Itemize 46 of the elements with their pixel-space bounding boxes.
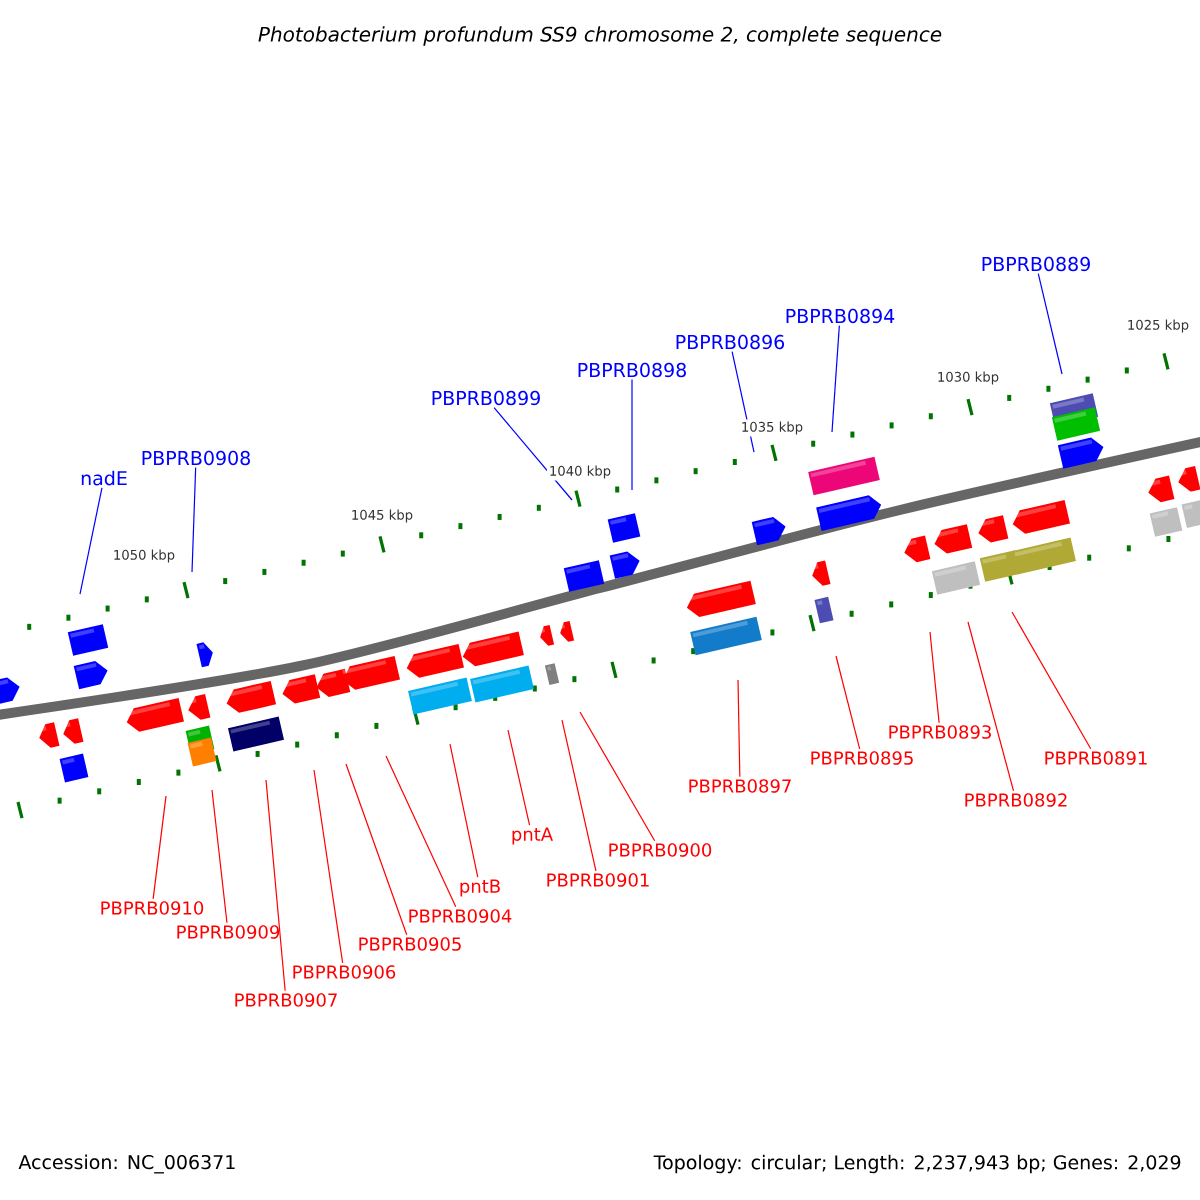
leader-line (79, 487, 103, 595)
leader-line (579, 711, 656, 842)
leader-line (507, 729, 531, 826)
gene-label: PBPRB0906 (293, 965, 396, 979)
gene-label: PBPRB0910 (101, 901, 204, 915)
leader-line (831, 325, 840, 433)
leader-line (1037, 273, 1063, 375)
footer-text: Accession: NC_006371 (18, 1154, 235, 1174)
leader-line (631, 379, 633, 491)
gene-label: nadE (81, 470, 127, 486)
leader-line (191, 467, 197, 573)
leader-line (449, 743, 479, 878)
gene-label: PBPRB0896 (676, 334, 785, 350)
leader-line (265, 779, 286, 992)
gene-label: PBPRB0893 (889, 725, 991, 739)
leader-line (493, 407, 573, 501)
gene-label: pntA (512, 827, 553, 845)
gene-label: PBPRB0897 (689, 779, 791, 793)
gene-label: pntB (460, 879, 500, 897)
gene-label: PBPRB0891 (1045, 751, 1147, 765)
gene-label: PBPRB0904 (409, 909, 512, 923)
gene-label: PBPRB0889 (982, 256, 1090, 272)
leader-line (835, 655, 861, 750)
gene-label: PBPRB0892 (965, 793, 1067, 807)
footer-text: Topology: circular; Length: 2,237,943 bp; Genes: 2,029 (653, 1154, 1181, 1174)
gene-label: PBPRB0899 (432, 390, 540, 406)
leader-line (967, 621, 1015, 792)
gene-label: PBPRB0900 (609, 843, 712, 857)
gene-label: PBPRB0907 (235, 993, 337, 1007)
gene-label: PBPRB0895 (811, 751, 913, 765)
leader-line (152, 795, 167, 900)
gene-label: PBPRB0905 (359, 937, 461, 951)
leader-line (561, 719, 597, 872)
leader-line (211, 789, 228, 924)
leader-line (313, 769, 344, 964)
leader-line (737, 679, 741, 778)
title: Photobacterium profundum SS9 chromosome 2, complete sequence (258, 26, 942, 46)
leader-line (1011, 611, 1092, 750)
gene-label: PBPRB0909 (177, 925, 280, 939)
leader-line (929, 631, 940, 724)
gene-label: PBPRB0894 (786, 308, 895, 324)
leader-line (345, 763, 408, 936)
gene-label: PBPRB0908 (142, 450, 250, 466)
gene-label: PBPRB0898 (578, 362, 686, 378)
gene-label: PBPRB0901 (547, 873, 649, 887)
leader-line (385, 755, 457, 908)
